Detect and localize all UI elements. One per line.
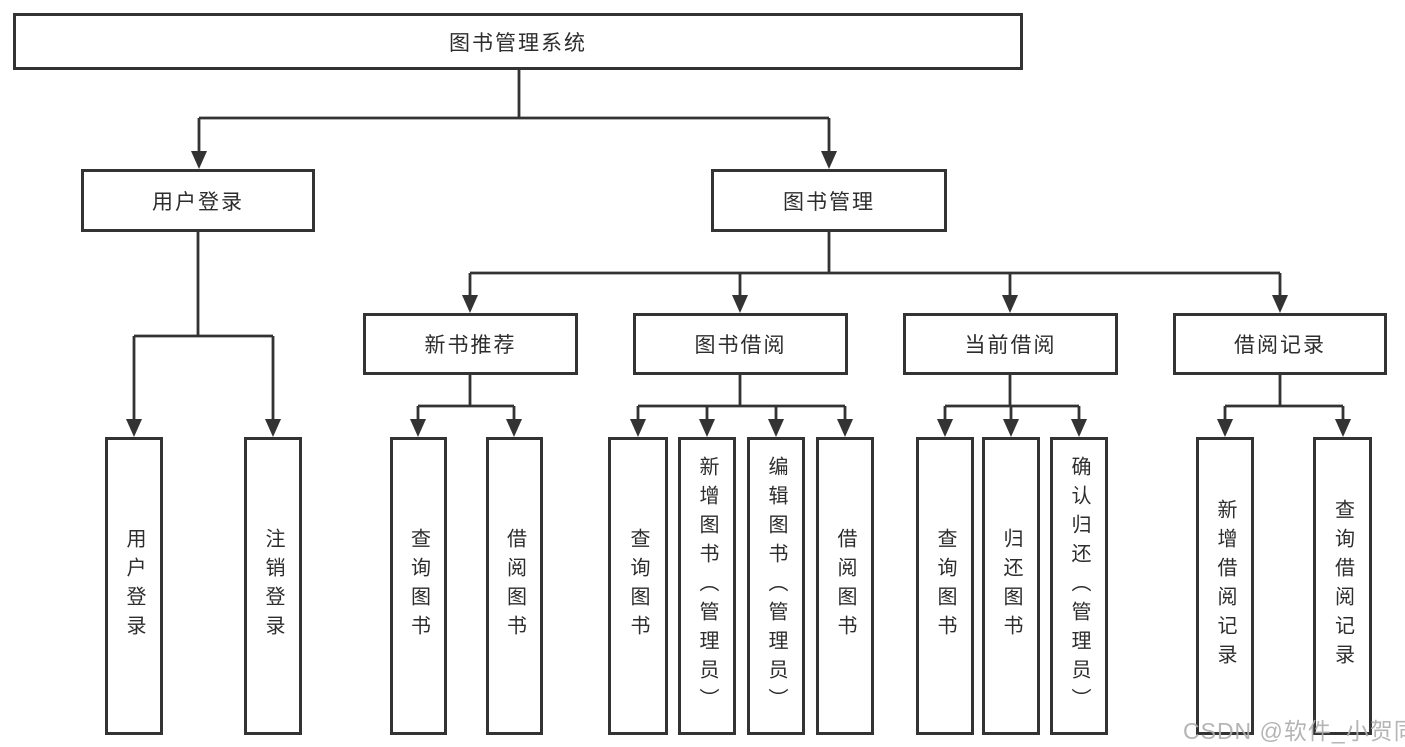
- arrow-down-icon: [265, 419, 281, 437]
- leaf-query-books-current: 查询图书: [916, 437, 974, 735]
- arrow-down-icon: [630, 419, 646, 437]
- connector-borrow-records-children: [1217, 375, 1351, 437]
- arrow-down-icon: [1003, 419, 1019, 437]
- csdn-watermark: CSDN @软件_小贺同学: [1183, 718, 1405, 744]
- node-borrow-records: 借阅记录: [1173, 313, 1387, 375]
- node-user-login-branch: 用户登录: [81, 169, 315, 232]
- node-book-management-branch: 图书管理: [711, 169, 947, 232]
- arrow-down-icon: [1217, 419, 1233, 437]
- leaf-edit-books-admin: 编辑图书（管理员）: [747, 437, 805, 735]
- arrow-down-icon: [1335, 419, 1351, 437]
- arrow-down-icon: [699, 419, 715, 437]
- arrow-down-icon: [732, 295, 748, 313]
- arrow-down-icon: [837, 419, 853, 437]
- connector-book-borrow-children: [630, 375, 853, 437]
- leaf-user-login: 用户登录: [105, 437, 163, 735]
- leaf-borrow-books: 借阅图书: [816, 437, 874, 735]
- arrow-down-icon: [462, 295, 478, 313]
- arrow-down-icon: [1002, 295, 1018, 313]
- leaf-return-books: 归还图书: [982, 437, 1040, 735]
- node-book-borrow: 图书借阅: [633, 313, 848, 375]
- connector-book-mgmt-children: [462, 232, 1288, 313]
- arrow-down-icon: [126, 419, 142, 437]
- connector-user-login-children: [126, 232, 281, 437]
- arrow-down-icon: [506, 419, 522, 437]
- leaf-query-books-borrow: 查询图书: [608, 437, 668, 735]
- node-current-borrow: 当前借阅: [903, 313, 1118, 375]
- arrow-down-icon: [1272, 295, 1288, 313]
- arrow-down-icon: [821, 151, 837, 169]
- leaf-borrow-books-recommend: 借阅图书: [486, 437, 543, 735]
- leaf-add-books-admin: 新增图书（管理员）: [678, 437, 736, 735]
- leaf-add-borrow-record: 新增借阅记录: [1196, 437, 1254, 735]
- leaf-logout: 注销登录: [244, 437, 302, 735]
- arrow-down-icon: [937, 419, 953, 437]
- arrow-down-icon: [768, 419, 784, 437]
- connector-current-borrow-children: [937, 375, 1087, 437]
- leaf-query-books-recommend: 查询图书: [390, 437, 447, 735]
- node-new-book-recommend: 新书推荐: [363, 313, 578, 375]
- arrow-down-icon: [1071, 419, 1087, 437]
- leaf-confirm-return-admin: 确认归还（管理员）: [1050, 437, 1108, 735]
- node-root-system: 图书管理系统: [13, 13, 1023, 70]
- arrow-down-icon: [191, 151, 207, 169]
- connector-new-book-children: [410, 375, 522, 437]
- arrow-down-icon: [410, 419, 426, 437]
- connector-root-to-branches: [191, 70, 837, 169]
- leaf-query-borrow-record: 查询借阅记录: [1313, 437, 1372, 735]
